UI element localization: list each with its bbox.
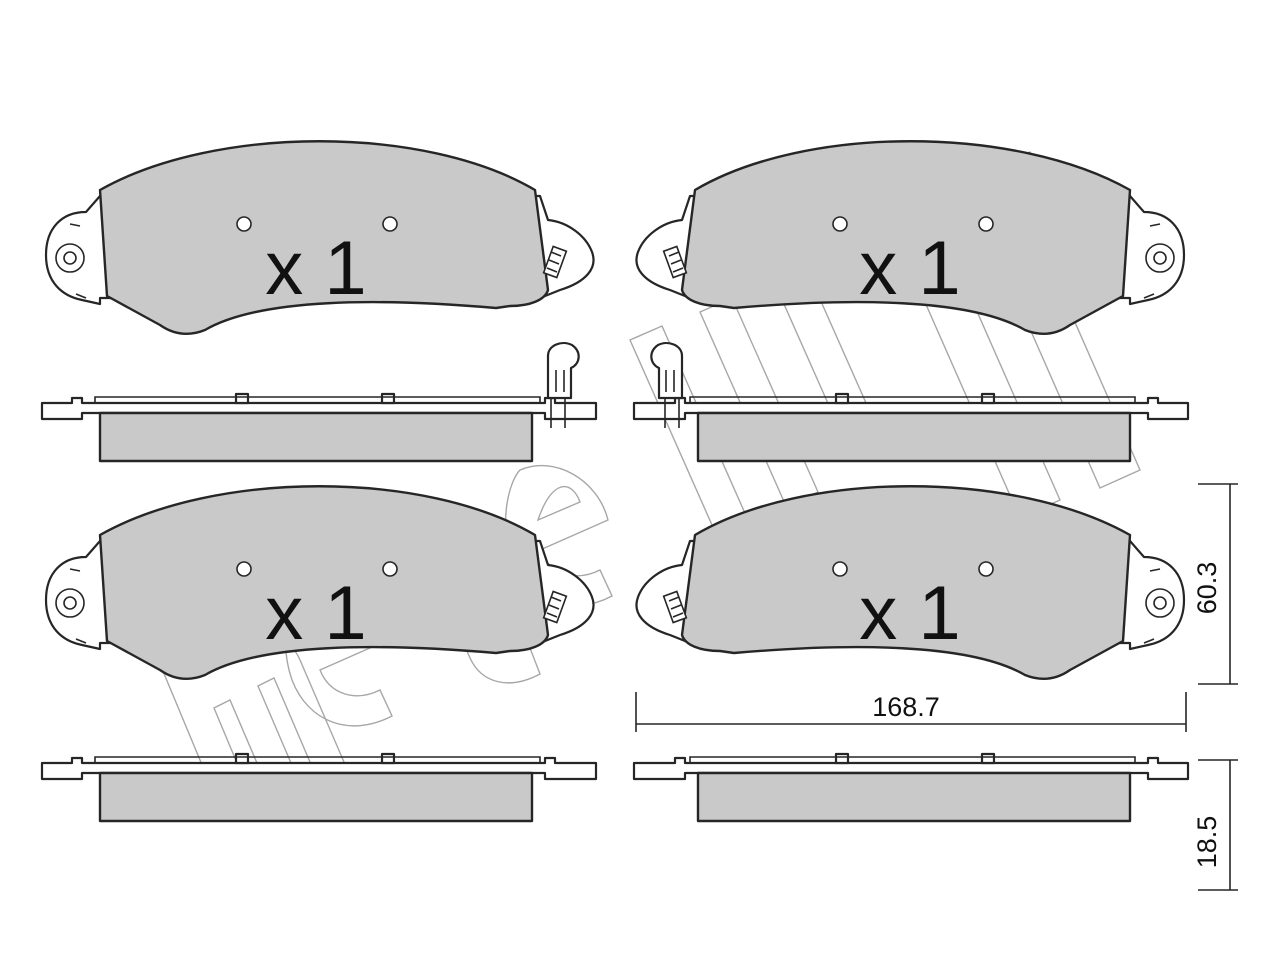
- dimension-height-value: 60.3: [1192, 562, 1222, 615]
- pad-quantity-label: x 1: [859, 571, 960, 656]
- brake-pad-bottom-left: x 1: [44, 485, 595, 681]
- brake-pad-bottom-right: x 1: [635, 485, 1186, 681]
- dimension-thickness-value: 18.5: [1192, 816, 1222, 869]
- pad-side-view-bottom-left: [40, 752, 598, 823]
- brake-pad-top-left: x 1: [44, 140, 595, 336]
- pad-quantity-label: x 1: [265, 571, 366, 656]
- pad-side-view-top-left: [40, 341, 598, 463]
- dimension-thickness: 18.5: [1192, 759, 1238, 891]
- pad-side-view-top-right: [632, 341, 1190, 463]
- dimension-height: 60.3: [1192, 483, 1238, 685]
- pad-quantity-label: x 1: [265, 226, 366, 311]
- dimension-width-value: 168.7: [872, 692, 940, 722]
- pad-quantity-label: x 1: [859, 226, 960, 311]
- dimension-width: 168.7: [635, 692, 1187, 732]
- pad-side-view-bottom-right: [632, 752, 1190, 823]
- brake-pad-top-right: x 1: [635, 140, 1186, 336]
